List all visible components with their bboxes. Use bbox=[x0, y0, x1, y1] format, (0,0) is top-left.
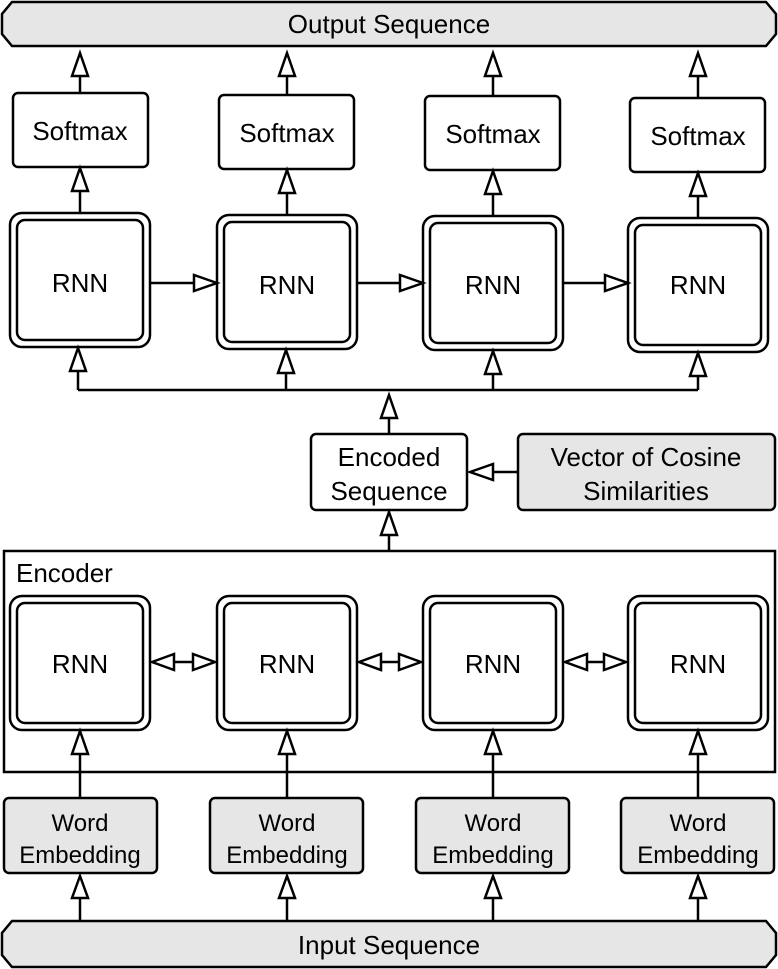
softmax-box-1: Softmax bbox=[11, 91, 150, 169]
rnn-label: RNN bbox=[670, 649, 726, 679]
input-sequence-bar: Input Sequence bbox=[0, 919, 778, 969]
word-embedding-line2: Embedding bbox=[19, 842, 140, 869]
decoder-rnn-2: RNN bbox=[215, 213, 359, 351]
encoder-bidirectional-arrows bbox=[148, 652, 630, 672]
word-embedding-line2: Embedding bbox=[637, 842, 758, 869]
word-embedding-line2: Embedding bbox=[432, 842, 553, 869]
softmax-to-output-arrows bbox=[70, 49, 708, 98]
cosine-similarities-line1: Vector of Cosine bbox=[551, 442, 742, 472]
rnn-label: RNN bbox=[465, 649, 521, 679]
output-sequence-bar: Output Sequence bbox=[0, 0, 778, 48]
encoder-rnn-4: RNN bbox=[626, 594, 770, 732]
rnn-label: RNN bbox=[52, 649, 108, 679]
rnn-label: RNN bbox=[52, 268, 108, 298]
rnn-label: RNN bbox=[259, 649, 315, 679]
encoder-rnn-1: RNN bbox=[8, 594, 152, 732]
cosine-similarities-line2: Similarities bbox=[583, 476, 709, 506]
word-embedding-box-2: Word Embedding bbox=[208, 796, 365, 875]
input-to-embedding-arrows bbox=[70, 872, 708, 921]
encoder-label: Encoder bbox=[16, 558, 113, 588]
decoder-recurrent-arrows bbox=[150, 273, 632, 293]
word-embedding-box-1: Word Embedding bbox=[2, 796, 159, 875]
encoder-to-encoded-arrow bbox=[379, 508, 399, 551]
word-embedding-line1: Word bbox=[52, 810, 109, 837]
rnn-to-softmax-arrows bbox=[70, 164, 708, 218]
word-embedding-line1: Word bbox=[465, 810, 522, 837]
softmax-box-4: Softmax bbox=[628, 96, 767, 174]
word-embedding-box-4: Word Embedding bbox=[619, 796, 776, 875]
softmax-label: Softmax bbox=[239, 118, 334, 148]
word-embedding-line1: Word bbox=[670, 810, 727, 837]
rnn-label: RNN bbox=[670, 270, 726, 300]
embedding-to-rnn-arrows bbox=[70, 727, 708, 798]
rnn-label: RNN bbox=[259, 270, 315, 300]
rnn-label: RNN bbox=[465, 270, 521, 300]
softmax-label: Softmax bbox=[650, 121, 745, 151]
encoded-sequence-line2: Sequence bbox=[330, 476, 447, 506]
input-sequence-label: Input Sequence bbox=[298, 930, 480, 960]
output-sequence-label: Output Sequence bbox=[288, 9, 490, 39]
encoded-sequence-line1: Encoded bbox=[338, 442, 441, 472]
encoder-rnn-2: RNN bbox=[215, 594, 359, 732]
encoded-sequence-box: Encoded Sequence bbox=[309, 432, 469, 512]
decoder-rnn-4: RNN bbox=[626, 216, 770, 354]
softmax-label: Softmax bbox=[445, 119, 540, 149]
word-embedding-box-3: Word Embedding bbox=[414, 796, 571, 875]
decoder-rnn-1: RNN bbox=[8, 211, 152, 349]
cosine-similarities-box: Vector of Cosine Similarities bbox=[516, 432, 777, 512]
softmax-box-2: Softmax bbox=[217, 93, 356, 171]
encoded-to-decoder-arrows bbox=[68, 344, 708, 434]
word-embedding-line2: Embedding bbox=[226, 842, 347, 869]
softmax-box-3: Softmax bbox=[423, 94, 562, 172]
word-embedding-line1: Word bbox=[259, 810, 316, 837]
decoder-rnn-3: RNN bbox=[421, 214, 565, 352]
encoder-rnn-3: RNN bbox=[421, 594, 565, 732]
softmax-label: Softmax bbox=[32, 116, 127, 146]
cosine-to-encoded-arrow bbox=[466, 462, 518, 482]
